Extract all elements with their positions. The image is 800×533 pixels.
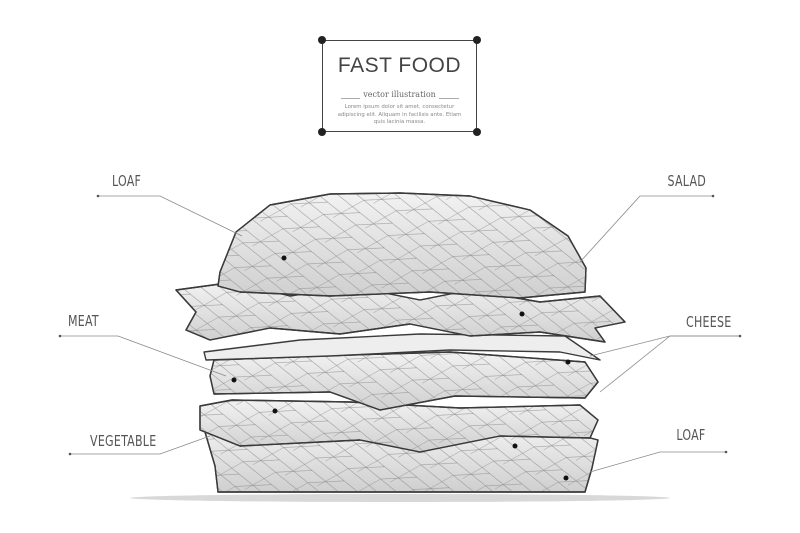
label-cheese: CHEESE [686, 313, 732, 331]
label-vegetable: VEGETABLE [90, 432, 157, 450]
title-body-text: Lorem ipsum dolor sit amet, consectetur … [337, 104, 462, 125]
corner-dot-tr [473, 36, 481, 44]
label-loaf-top: LOAF [112, 172, 142, 190]
label-salad: SALAD [667, 172, 706, 190]
leader-lines [60, 195, 740, 473]
title-subheading: vector illustration [323, 90, 476, 99]
ground-shadow [130, 494, 670, 502]
corner-dot-br [473, 128, 481, 136]
title-heading: FAST FOOD [337, 54, 462, 77]
corner-dot-tl [318, 36, 326, 44]
label-meat: MEAT [68, 312, 99, 330]
mesh-nodes [231, 255, 571, 481]
leader-end-dots [58, 194, 742, 456]
title-card: FAST FOOD vector illustration Lorem ipsu… [322, 40, 477, 132]
corner-dot-bl [318, 128, 326, 136]
burger [175, 192, 626, 493]
cheese-slice [203, 333, 601, 361]
label-loaf-bottom: LOAF [676, 426, 706, 444]
